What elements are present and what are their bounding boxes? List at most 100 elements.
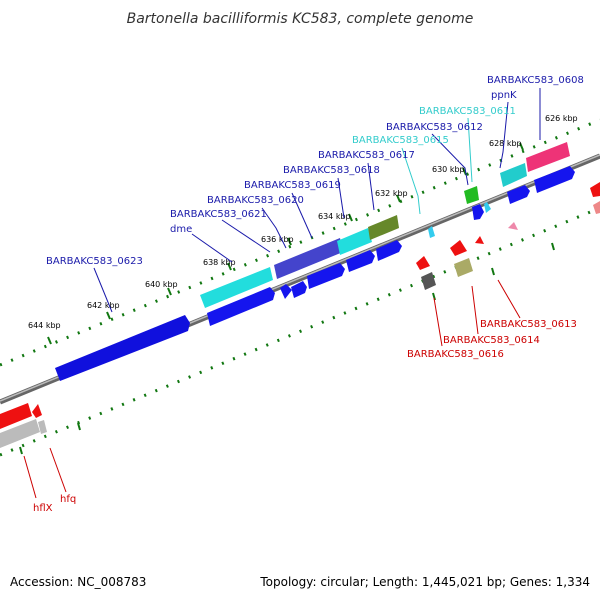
gene-barbakc583-0614b[interactable] xyxy=(454,258,473,277)
gene-barbakc583-0608b[interactable] xyxy=(534,166,575,193)
major-tick xyxy=(432,292,436,301)
leader-0612 xyxy=(431,133,469,186)
leader-hfq xyxy=(49,447,67,493)
gene-barbakc583-0615[interactable] xyxy=(368,215,399,240)
gene-barbakc583-0614[interactable] xyxy=(450,240,467,256)
gene-label[interactable]: BARBAKC583_0614 xyxy=(443,335,540,346)
gene-grey[interactable] xyxy=(0,419,40,448)
inner-minor-ticks xyxy=(0,206,600,457)
outer-minor-ticks xyxy=(0,118,600,367)
gene-edge-pink[interactable] xyxy=(593,201,600,214)
gene-label[interactable]: BARBAKC583_0613 xyxy=(480,319,577,330)
tick-label: 630 kbp xyxy=(432,165,465,174)
gene-labels-top: BARBAKC583_0608 ppnK BARBAKC583_0611 BAR… xyxy=(46,75,584,267)
gene-label[interactable]: BARBAKC583_0616 xyxy=(407,349,504,360)
gene-label[interactable]: BARBAKC583_0617 xyxy=(318,150,415,161)
leader-0614 xyxy=(471,285,479,335)
tick-label: 638 kbp xyxy=(203,258,236,267)
tick-label: 640 kbp xyxy=(145,280,178,289)
leader-0616 xyxy=(433,297,443,347)
leader-0613 xyxy=(497,279,521,319)
tick-labels: 626 kbp 628 kbp 630 kbp 632 kbp 634 kbp … xyxy=(28,114,578,330)
gene-barbakc583-0620[interactable] xyxy=(274,238,343,279)
tick-label: 642 kbp xyxy=(87,301,120,310)
gene-barbakc583-0616[interactable] xyxy=(416,256,430,270)
leader-ppnk xyxy=(499,101,509,169)
accession-text: Accession: NC_008783 xyxy=(10,575,146,589)
gene-barbakc583-0613[interactable] xyxy=(475,236,484,244)
gene-label[interactable]: BARBAKC583_0619 xyxy=(244,180,341,191)
reverse-strand-genes xyxy=(0,201,600,448)
gene-labels-bottom: BARBAKC583_0613 BARBAKC583_0614 BARBAKC5… xyxy=(33,319,577,514)
major-tick xyxy=(396,194,401,203)
gene-barbakc583-0611[interactable] xyxy=(472,204,484,220)
tick-label: 634 kbp xyxy=(318,212,351,221)
gene-barbakc583-0619[interactable] xyxy=(280,284,292,299)
leader-0623 xyxy=(93,267,113,313)
major-tick xyxy=(551,242,555,251)
gene-barbakc583-0621[interactable] xyxy=(207,287,275,326)
major-tick xyxy=(77,422,81,431)
gene-barbakc583-0612[interactable] xyxy=(464,186,479,204)
gene-barbakc583-0618[interactable] xyxy=(307,263,345,289)
gene-label[interactable]: BARBAKC583_0620 xyxy=(207,195,304,206)
gene-label[interactable]: BARBAKC583_0608 xyxy=(487,75,584,86)
gene-label[interactable]: dme xyxy=(170,224,192,235)
gene-barbakc583-0613-fwd[interactable] xyxy=(428,226,435,238)
gene-label[interactable]: BARBAKC583_0615 xyxy=(352,135,449,146)
gene-grey-b[interactable] xyxy=(38,420,47,434)
gene-label[interactable]: ppnK xyxy=(491,90,517,101)
gene-label[interactable]: hflX xyxy=(33,503,53,514)
tick-label: 632 kbp xyxy=(375,189,408,198)
tick-label: 628 kbp xyxy=(489,139,522,148)
major-tick xyxy=(19,446,23,455)
leader-0620 xyxy=(261,207,287,249)
gene-barbakc583-0616b[interactable] xyxy=(421,272,436,290)
gene-label[interactable]: BARBAKC583_0612 xyxy=(386,122,483,133)
gene-small-cyan[interactable] xyxy=(484,202,491,213)
tick-label: 636 kbp xyxy=(261,235,294,244)
gene-dme[interactable] xyxy=(200,267,273,308)
gene-pink[interactable] xyxy=(508,222,518,230)
major-tick xyxy=(227,262,232,271)
major-tick xyxy=(519,142,524,151)
gene-barbakc583-0616-fwd[interactable] xyxy=(346,250,375,272)
gene-hflx[interactable] xyxy=(0,403,32,429)
gene-barbakc583-0614-fwd[interactable] xyxy=(376,240,402,261)
gene-label[interactable]: BARBAKC583_0623 xyxy=(46,256,143,267)
leader-0617 xyxy=(367,162,375,211)
tick-label: 644 kbp xyxy=(28,321,61,330)
major-tick xyxy=(167,287,172,296)
major-tick xyxy=(106,311,111,320)
gene-ppnk[interactable] xyxy=(500,163,527,187)
major-tick xyxy=(348,213,353,222)
map-title: Bartonella bacilliformis KC583, complete… xyxy=(127,11,474,27)
gene-edge-red[interactable] xyxy=(590,182,600,197)
major-tick xyxy=(491,267,495,276)
gene-barbakc583-0608[interactable] xyxy=(526,142,570,172)
leader-0618 xyxy=(337,177,345,219)
outer-tick-row xyxy=(0,118,600,367)
leader-0621 xyxy=(221,219,271,253)
gene-label[interactable]: BARBAKC583_0611 xyxy=(419,106,516,117)
leader-0619 xyxy=(291,192,313,239)
tick-label: 626 kbp xyxy=(545,114,578,123)
gene-label[interactable]: BARBAKC583_0618 xyxy=(283,165,380,176)
forward-strand-genes xyxy=(55,142,600,381)
gene-barbakc583-0617[interactable] xyxy=(337,228,372,255)
major-tick xyxy=(287,237,292,246)
gene-barbakc583-0619b[interactable] xyxy=(291,281,307,298)
leader-0611 xyxy=(467,117,473,183)
gene-label[interactable]: BARBAKC583_0621 xyxy=(170,209,267,220)
gene-ppnk-b[interactable] xyxy=(507,185,530,204)
leader-dme xyxy=(191,233,233,263)
gene-hfq[interactable] xyxy=(32,404,42,418)
gene-barbakc583-0623[interactable] xyxy=(55,315,190,381)
gene-label[interactable]: hfq xyxy=(60,494,76,505)
major-tick xyxy=(47,336,52,345)
leader-0615 xyxy=(401,147,421,215)
leader-hflx xyxy=(23,455,37,499)
genome-summary-text: Topology: circular; Length: 1,445,021 bp… xyxy=(259,575,590,589)
